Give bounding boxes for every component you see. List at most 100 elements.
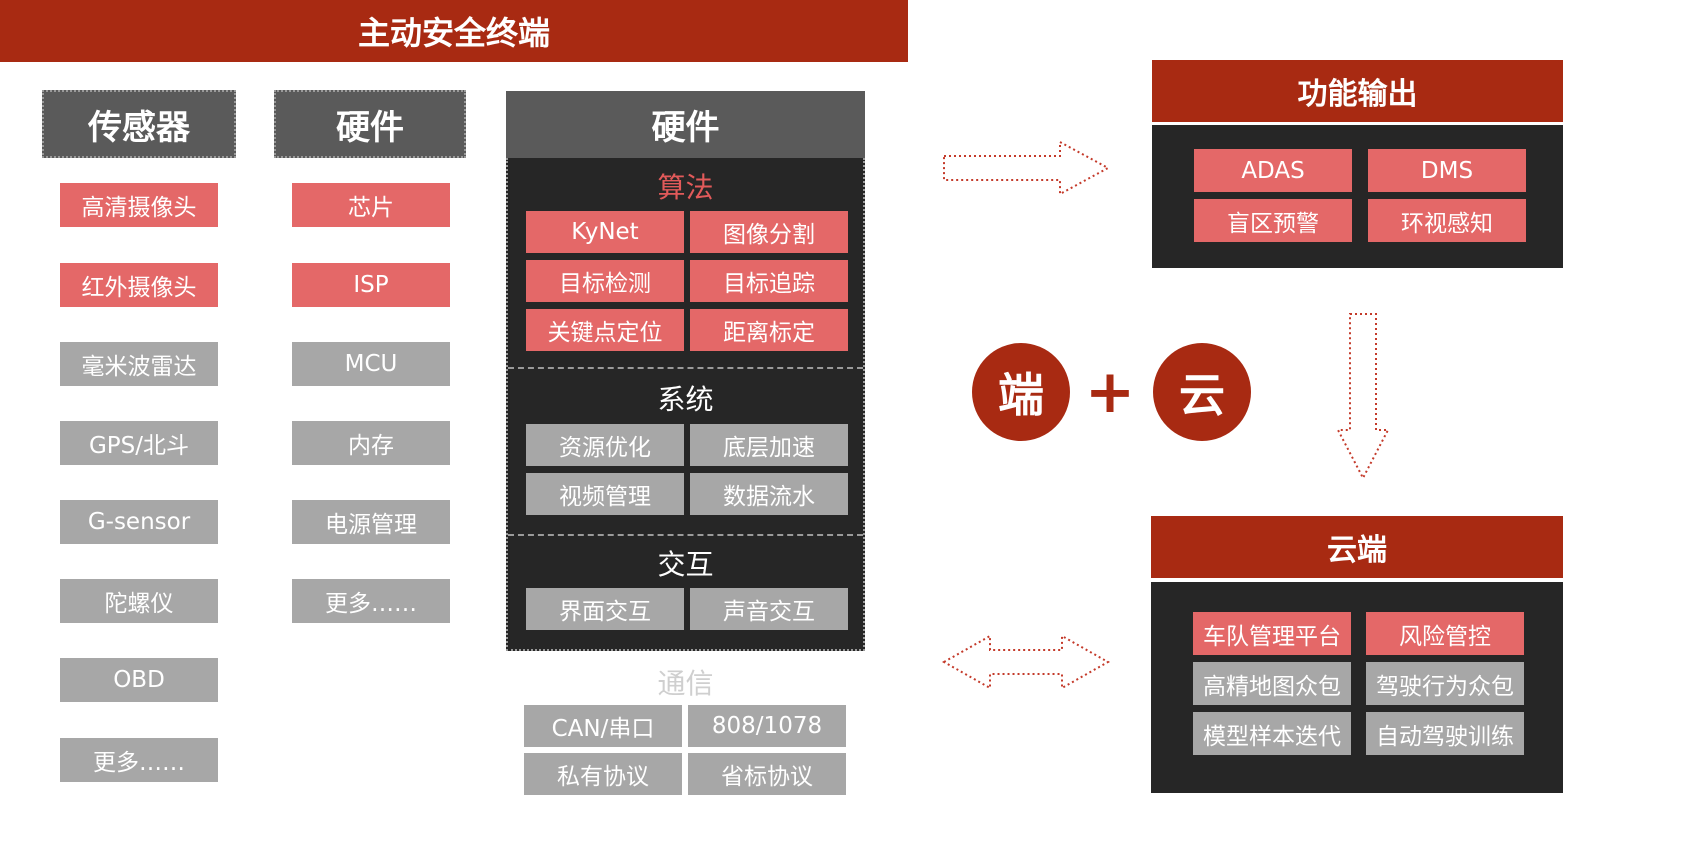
system-item-label: 资源优化 — [559, 435, 651, 461]
function-output-panel: ADAS DMS 盲区预警 环视感知 — [1152, 125, 1563, 268]
sensor-item: OBD — [60, 658, 218, 702]
algorithm-item: 目标检测 — [526, 260, 684, 302]
communication-item: 私有协议 — [524, 753, 682, 795]
cloud-circle: 云 — [1153, 343, 1251, 441]
algorithm-item: 图像分割 — [690, 211, 848, 253]
cloud-item: 模型样本迭代 — [1193, 712, 1351, 755]
end-circle-label: 端 — [998, 368, 1044, 422]
sensor-item: 更多…… — [60, 738, 218, 782]
communication-item: CAN/串口 — [524, 705, 682, 747]
system-title-label: 系统 — [657, 383, 714, 416]
interaction-title-label: 交互 — [657, 548, 714, 581]
hardware-header: 硬件 — [274, 90, 466, 158]
algorithm-item: 目标追踪 — [690, 260, 848, 302]
hardware-item-label: ISP — [353, 272, 389, 298]
interaction-item-label: 界面交互 — [559, 599, 651, 625]
sensor-item-label: 毫米波雷达 — [81, 354, 197, 380]
cloud-item: 自动驾驶训练 — [1366, 712, 1524, 755]
cloud-item-label: 模型样本迭代 — [1203, 723, 1341, 750]
software-panel: 算法 KyNet 图像分割 目标检测 目标追踪 关键点定位 距离标定 系统 资源… — [506, 158, 865, 651]
interaction-item-label: 声音交互 — [723, 599, 815, 625]
sensor-item: GPS/北斗 — [60, 421, 218, 465]
hardware-item: ISP — [292, 263, 450, 307]
hardware-item-label: 电源管理 — [325, 512, 417, 538]
software-header: 硬件 — [506, 91, 865, 158]
software-header-label: 硬件 — [651, 108, 720, 148]
sensors-list: 高清摄像头 红外摄像头 毫米波雷达 GPS/北斗 G-sensor 陀螺仪 OB… — [60, 183, 218, 783]
cloud-item-label: 驾驶行为众包 — [1376, 673, 1514, 700]
hardware-item-label: 内存 — [348, 433, 394, 459]
hardware-item-label: 芯片 — [348, 195, 394, 221]
sensor-item: 红外摄像头 — [60, 263, 218, 307]
sensor-item-label: G-sensor — [87, 509, 191, 535]
communication-title: 通信 — [506, 660, 865, 704]
function-item: ADAS — [1194, 149, 1352, 192]
sensors-header: 传感器 — [42, 90, 236, 158]
sensor-item-label: 红外摄像头 — [81, 275, 197, 301]
sensor-item: 毫米波雷达 — [60, 342, 218, 386]
communication-item-label: 省标协议 — [721, 764, 813, 790]
function-item-label: 盲区预警 — [1227, 210, 1319, 237]
communication-item-label: 私有协议 — [557, 764, 649, 790]
double-arrow-icon — [941, 634, 1111, 690]
plus-sign-label: + — [1084, 357, 1136, 427]
interaction-title: 交互 — [508, 541, 863, 585]
function-item-label: ADAS — [1241, 157, 1305, 184]
function-output-title: 功能输出 — [1297, 77, 1418, 112]
function-output-header: 功能输出 — [1152, 60, 1563, 122]
hardware-item-label: 更多…… — [325, 591, 417, 617]
sensor-item-label: 陀螺仪 — [104, 591, 174, 617]
algorithm-title: 算法 — [508, 164, 863, 208]
hardware-item: 芯片 — [292, 183, 450, 227]
section-divider — [508, 367, 863, 369]
algorithm-item-label: 关键点定位 — [547, 320, 663, 346]
communication-title-label: 通信 — [657, 667, 714, 700]
sensor-item-label: 更多…… — [93, 750, 185, 776]
hardware-item: 更多…… — [292, 579, 450, 623]
right-arrow-icon — [943, 140, 1111, 196]
function-item-label: 环视感知 — [1401, 210, 1493, 237]
cloud-panel: 车队管理平台 风险管控 高精地图众包 驾驶行为众包 模型样本迭代 自动驾驶训练 — [1151, 582, 1563, 793]
cloud-item: 驾驶行为众包 — [1366, 662, 1524, 705]
cloud-item: 高精地图众包 — [1193, 662, 1351, 705]
algorithm-item-label: 目标检测 — [559, 271, 651, 297]
algorithm-item: KyNet — [526, 211, 684, 253]
system-title: 系统 — [508, 376, 863, 420]
end-circle: 端 — [972, 343, 1070, 441]
communication-item: 808/1078 — [688, 705, 846, 747]
cloud-title: 云端 — [1327, 533, 1387, 568]
cloud-item: 车队管理平台 — [1193, 612, 1351, 655]
main-banner: 主动安全终端 — [0, 0, 908, 62]
system-item: 数据流水 — [690, 473, 848, 515]
cloud-header: 云端 — [1151, 516, 1563, 578]
cloud-item-label: 自动驾驶训练 — [1376, 723, 1514, 750]
system-item-label: 视频管理 — [559, 484, 651, 510]
system-item: 资源优化 — [526, 424, 684, 466]
hardware-item: 电源管理 — [292, 500, 450, 544]
system-item-label: 底层加速 — [723, 435, 815, 461]
sensor-item: 陀螺仪 — [60, 579, 218, 623]
system-item-label: 数据流水 — [723, 484, 815, 510]
system-item: 底层加速 — [690, 424, 848, 466]
cloud-circle-label: 云 — [1179, 368, 1225, 422]
algorithm-item-label: 目标追踪 — [723, 271, 815, 297]
communication-item: 省标协议 — [688, 753, 846, 795]
algorithm-item-label: 距离标定 — [723, 320, 815, 346]
cloud-item: 风险管控 — [1366, 612, 1524, 655]
section-divider — [508, 534, 863, 536]
algorithm-item-label: 图像分割 — [723, 222, 815, 248]
hardware-header-label: 硬件 — [336, 107, 404, 148]
system-item: 视频管理 — [526, 473, 684, 515]
algorithm-item: 距离标定 — [690, 309, 848, 351]
interaction-item: 界面交互 — [526, 588, 684, 630]
function-item: DMS — [1368, 149, 1526, 192]
hardware-list: 芯片 ISP MCU 内存 电源管理 更多…… — [292, 183, 450, 625]
hardware-item: MCU — [292, 342, 450, 386]
sensor-item-label: GPS/北斗 — [88, 433, 190, 459]
algorithm-item-label: KyNet — [571, 219, 639, 245]
communication-item-label: 808/1078 — [711, 713, 823, 739]
main-banner-title: 主动安全终端 — [357, 14, 550, 52]
function-item: 环视感知 — [1368, 199, 1526, 242]
plus-sign: + — [1080, 352, 1140, 432]
sensor-item-label: 高清摄像头 — [81, 195, 197, 221]
